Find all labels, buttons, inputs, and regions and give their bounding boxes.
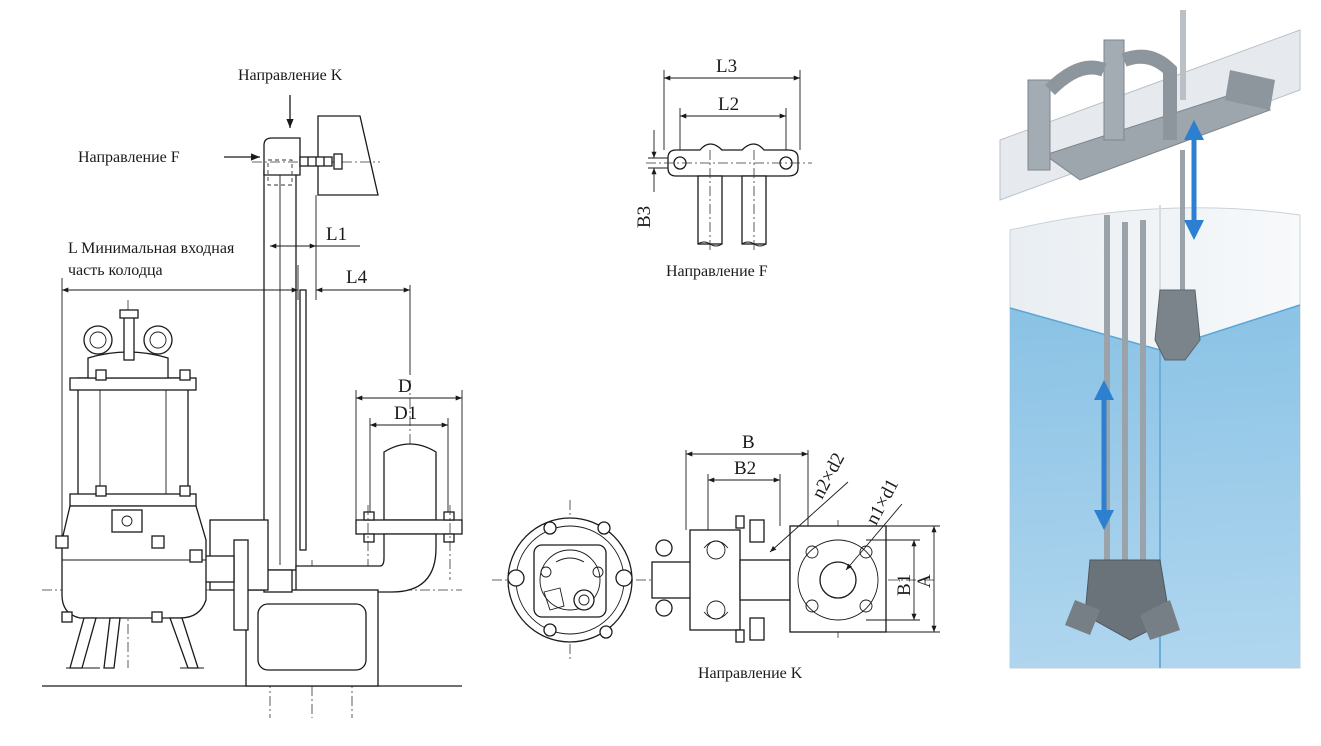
d-label: D (398, 376, 412, 397)
l-min-label-line1: L Минимальная входная (68, 240, 235, 257)
outlet-pipe-upper (383, 443, 437, 521)
k-coupling-neck (651, 561, 697, 599)
riser-pipe-left (1027, 79, 1051, 171)
motor-top-flange (69, 377, 197, 391)
lifting-rail (1180, 150, 1185, 350)
direction-k-view-label: Направление K (698, 665, 803, 682)
l-min-label-line2: часть колодца (68, 262, 163, 279)
elbow-pipe (295, 533, 437, 593)
direction-f-view-label: Направление F (666, 263, 768, 280)
upper-bracket (263, 137, 301, 176)
l3-label: L3 (716, 56, 737, 77)
l2-label: L2 (718, 94, 739, 115)
cable-gland (573, 589, 595, 611)
water-volume (1010, 305, 1300, 668)
volute-lug (111, 509, 143, 533)
l4-label: L4 (346, 267, 368, 288)
b-label: B (742, 432, 755, 453)
pump-leg-mid (103, 617, 121, 669)
lifting-eye-right (143, 325, 173, 355)
wall-section (317, 115, 379, 196)
d1-label: D1 (394, 403, 417, 424)
n1d1-label: n1×d1 (862, 475, 903, 528)
hatch (1225, 70, 1275, 110)
view-direction-k: B B2 n2×d2 n1×d1 B1 A Направление K (492, 432, 940, 682)
n2d2-label: n2×d2 (808, 449, 849, 502)
pump-leg-right (169, 617, 199, 669)
k-outlet-bore (819, 561, 857, 599)
bracket-plate (667, 143, 799, 177)
motor-bottom-flange (69, 493, 197, 507)
riser-pipe-mid (1103, 39, 1125, 141)
installation-illustration (999, 10, 1301, 669)
coupling-flange (233, 539, 249, 631)
b3-label: B3 (634, 206, 655, 228)
b1-label: B1 (894, 574, 915, 596)
n1d1-leader (845, 503, 903, 571)
base-window (257, 603, 367, 671)
guide-rail (299, 289, 307, 551)
guide-rail-2 (1122, 222, 1128, 580)
lifting-eye-left (83, 325, 113, 355)
pump-raised (1154, 289, 1201, 361)
direction-f-side-label: Направление F (78, 149, 180, 166)
side-view: Направление K Направление F L Минимальна… (42, 67, 463, 718)
l1-label: L1 (326, 224, 347, 245)
direction-k-top-label: Направление K (238, 67, 343, 84)
guide-rail-3 (1140, 220, 1146, 570)
motor-housing (77, 377, 189, 497)
view-direction-f: L3 L2 B3 Направление F (634, 56, 812, 280)
pump-top-plate (533, 544, 607, 618)
a-label: A (914, 574, 935, 588)
outlet-flange (355, 519, 463, 535)
k-coupling-body (689, 529, 741, 631)
pump-leg-left (69, 617, 97, 669)
b2-label: B2 (734, 458, 756, 479)
k-outlet-neck (739, 559, 791, 601)
cable-entry (123, 314, 135, 361)
n2d2-leader (769, 481, 849, 553)
